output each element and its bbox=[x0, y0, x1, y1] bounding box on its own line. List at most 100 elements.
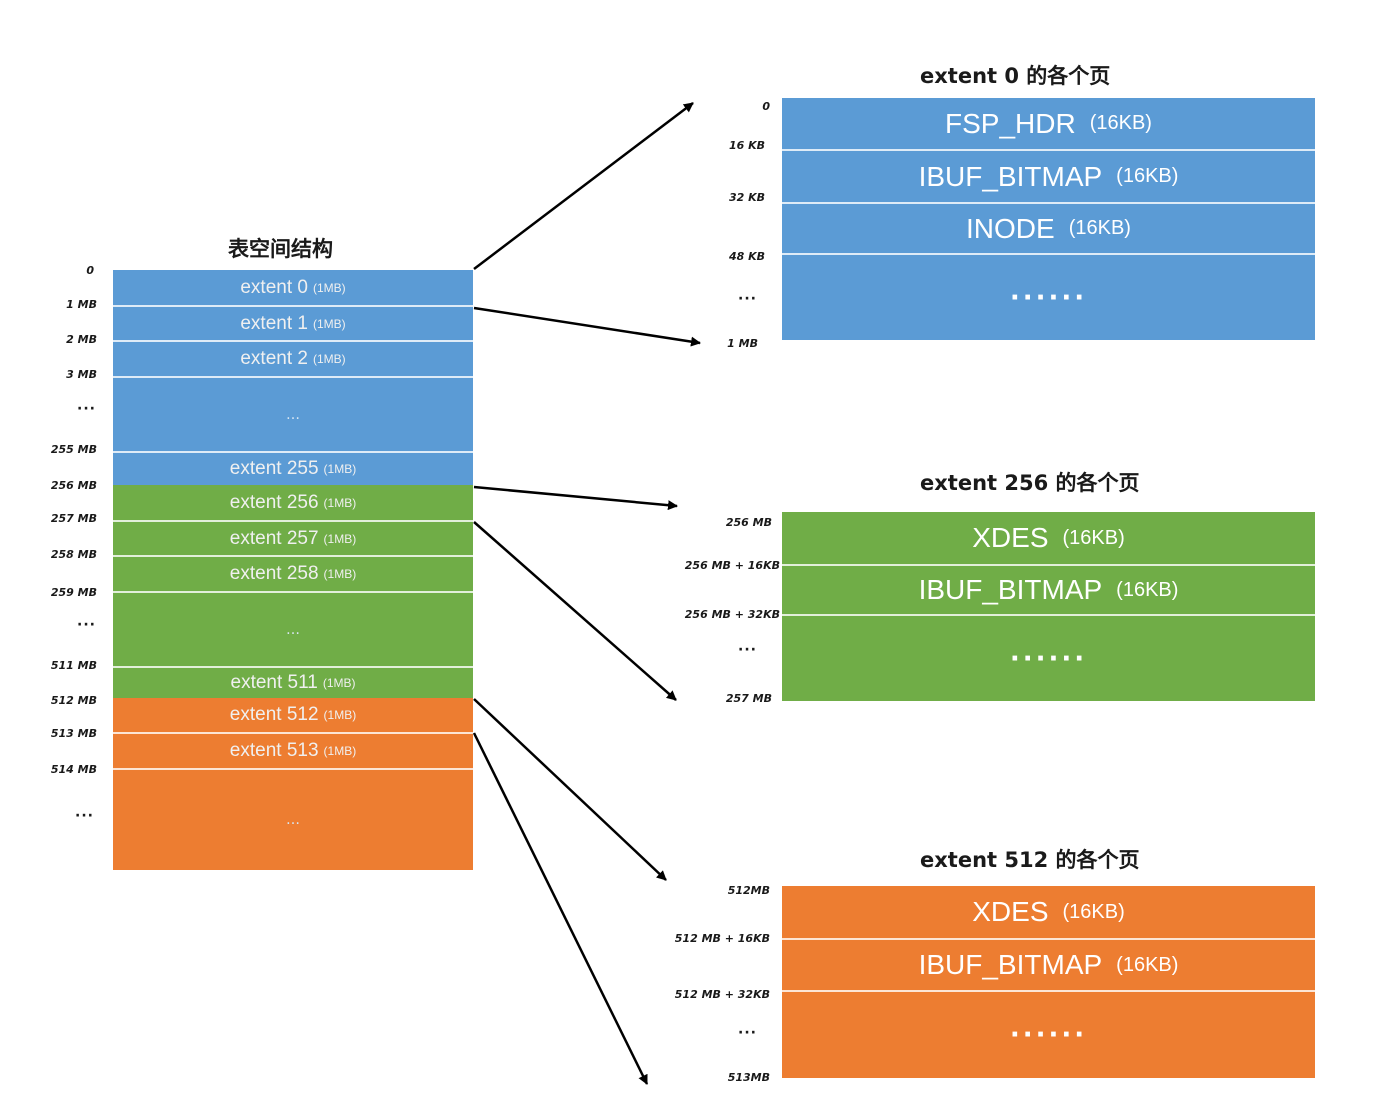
page-axis-label: 512 MB + 16KB bbox=[674, 932, 770, 945]
page-axis-label: 257 MB bbox=[725, 692, 772, 705]
page-ellipsis-block: ······ bbox=[782, 614, 1315, 701]
tablespace-title: 表空间结构 bbox=[228, 237, 333, 261]
extent-label: extent 2 bbox=[240, 348, 308, 369]
axis-label: 258 MB bbox=[50, 548, 97, 561]
extent-label: extent 1 bbox=[240, 312, 308, 334]
page-axis-label: 48 KB bbox=[728, 250, 765, 263]
page-block: INODE (16KB) bbox=[782, 202, 1315, 253]
extent-block: extent 513 (1MB) bbox=[113, 732, 473, 768]
page-ellipsis: ······ bbox=[1009, 643, 1088, 674]
extent-256-pages-stack: XDES (16KB) IBUF_BITMAP (16KB) ······ bbox=[782, 512, 1315, 701]
page-label: XDES bbox=[972, 896, 1049, 927]
page-axis-label: 32 KB bbox=[728, 191, 765, 204]
extent-label: extent 256 bbox=[229, 491, 319, 513]
page-label: IBUF_BITMAP bbox=[918, 949, 1103, 980]
extent-size: (1MB) bbox=[323, 744, 357, 758]
page-label: FSP_HDR bbox=[945, 107, 1076, 139]
extent-0-pages-title: extent 0 的各个页 bbox=[920, 64, 1111, 88]
axis-label: 256 MB bbox=[50, 479, 97, 492]
page-block: XDES (16KB) bbox=[782, 886, 1315, 938]
extent-size: (1MB) bbox=[312, 280, 346, 295]
page-ellipsis: ······ bbox=[1009, 1020, 1088, 1050]
extent-size: (1MB) bbox=[323, 531, 357, 546]
axis-ellipsis: ··· bbox=[75, 808, 94, 824]
arrow-extent512-start bbox=[473, 698, 667, 881]
page-axis-label: 512 MB + 32KB bbox=[674, 988, 770, 1001]
page-size: (16KB) bbox=[1116, 953, 1179, 976]
page-label: IBUF_BITMAP bbox=[918, 160, 1103, 192]
page-size: (16KB) bbox=[1116, 165, 1179, 187]
page-label: IBUF_BITMAP bbox=[918, 574, 1103, 605]
extent-block: extent 256 (1MB) bbox=[113, 485, 473, 520]
axis-label: 255 MB bbox=[50, 443, 97, 456]
page-block: FSP_HDR (16KB) bbox=[782, 98, 1315, 149]
extent-block: extent 0 (1MB) bbox=[113, 270, 473, 305]
page-axis-label: 256 MB + 16KB bbox=[684, 559, 780, 572]
extent-ellipsis-block: … bbox=[113, 591, 473, 666]
page-axis-label: 513MB bbox=[727, 1071, 770, 1084]
extent-size: (1MB) bbox=[323, 567, 357, 581]
extent-block: extent 512 (1MB) bbox=[113, 698, 473, 732]
tablespace-stack: extent 0 (1MB) extent 1 (1MB) extent 2 (… bbox=[113, 270, 473, 870]
axis-label: 259 MB bbox=[50, 586, 97, 599]
page-block: IBUF_BITMAP (16KB) bbox=[782, 564, 1315, 614]
extent-size: (1MB) bbox=[323, 462, 357, 476]
axis-label: 514 MB bbox=[50, 763, 97, 776]
arrow-extent0-start bbox=[473, 102, 694, 270]
arrow-extent0-end bbox=[473, 306, 701, 347]
extent-ellipsis-block: … bbox=[113, 768, 473, 870]
page-axis-ellipsis: ··· bbox=[738, 291, 757, 307]
page-size: (16KB) bbox=[1062, 900, 1125, 923]
arrow-extent512-end bbox=[472, 732, 649, 1085]
page-axis-ellipsis: ··· bbox=[738, 1025, 757, 1041]
arrow-extent256-end bbox=[473, 521, 677, 701]
axis-ellipsis: ··· bbox=[77, 401, 96, 417]
page-label: XDES bbox=[972, 522, 1049, 553]
page-axis-label: 16 KB bbox=[728, 139, 765, 152]
page-block: XDES (16KB) bbox=[782, 512, 1315, 564]
extent-block: extent 1 (1MB) bbox=[113, 305, 473, 340]
extent-label: extent 255 bbox=[229, 458, 319, 479]
page-block: IBUF_BITMAP (16KB) bbox=[782, 149, 1315, 202]
extent-label: extent 0 bbox=[240, 276, 308, 298]
extent-0-pages-stack: FSP_HDR (16KB) IBUF_BITMAP (16KB) INODE … bbox=[782, 98, 1315, 340]
extent-label: extent 513 bbox=[229, 740, 319, 761]
page-ellipsis: ······ bbox=[1009, 282, 1088, 313]
page-axis-label: 0 bbox=[762, 100, 770, 113]
page-size: (16KB) bbox=[1089, 112, 1152, 134]
extent-size: (1MB) bbox=[323, 708, 357, 722]
extent-block: extent 255 (1MB) bbox=[113, 451, 473, 485]
page-axis-label: 1 MB bbox=[727, 337, 758, 350]
axis-label: 2 MB bbox=[66, 333, 97, 346]
axis-label: 1 MB bbox=[66, 298, 97, 311]
axis-label: 512 MB bbox=[50, 694, 97, 707]
extent-block: extent 511 (1MB) bbox=[113, 666, 473, 698]
extent-label: extent 512 bbox=[229, 704, 319, 725]
arrow-extent256-start bbox=[473, 485, 678, 511]
extent-size: (1MB) bbox=[323, 495, 357, 510]
page-size: (16KB) bbox=[1068, 217, 1131, 239]
axis-label: 513 MB bbox=[50, 727, 97, 740]
extent-size: (1MB) bbox=[322, 676, 356, 690]
page-axis-label: 256 MB bbox=[725, 516, 772, 529]
axis-label: 0 bbox=[86, 264, 94, 277]
page-ellipsis-block: ······ bbox=[782, 990, 1315, 1078]
axis-label: 257 MB bbox=[50, 512, 97, 525]
page-axis-label: 512MB bbox=[727, 884, 770, 897]
extent-ellipsis-block: … bbox=[113, 376, 473, 451]
page-size: (16KB) bbox=[1116, 578, 1179, 601]
axis-ellipsis: ··· bbox=[77, 617, 96, 633]
extent-label: extent 258 bbox=[229, 563, 319, 584]
axis-label: 511 MB bbox=[50, 659, 97, 672]
page-size: (16KB) bbox=[1062, 526, 1125, 549]
extent-ellipsis: … bbox=[286, 406, 300, 423]
extent-512-pages-title: extent 512 的各个页 bbox=[920, 848, 1140, 872]
extent-block: extent 257 (1MB) bbox=[113, 520, 473, 555]
extent-label: extent 511 bbox=[230, 672, 318, 693]
extent-ellipsis: … bbox=[286, 812, 300, 828]
extent-block: extent 2 (1MB) bbox=[113, 340, 473, 376]
extent-size: (1MB) bbox=[312, 352, 346, 366]
page-axis-ellipsis: ··· bbox=[738, 642, 757, 658]
extent-block: extent 258 (1MB) bbox=[113, 555, 473, 591]
